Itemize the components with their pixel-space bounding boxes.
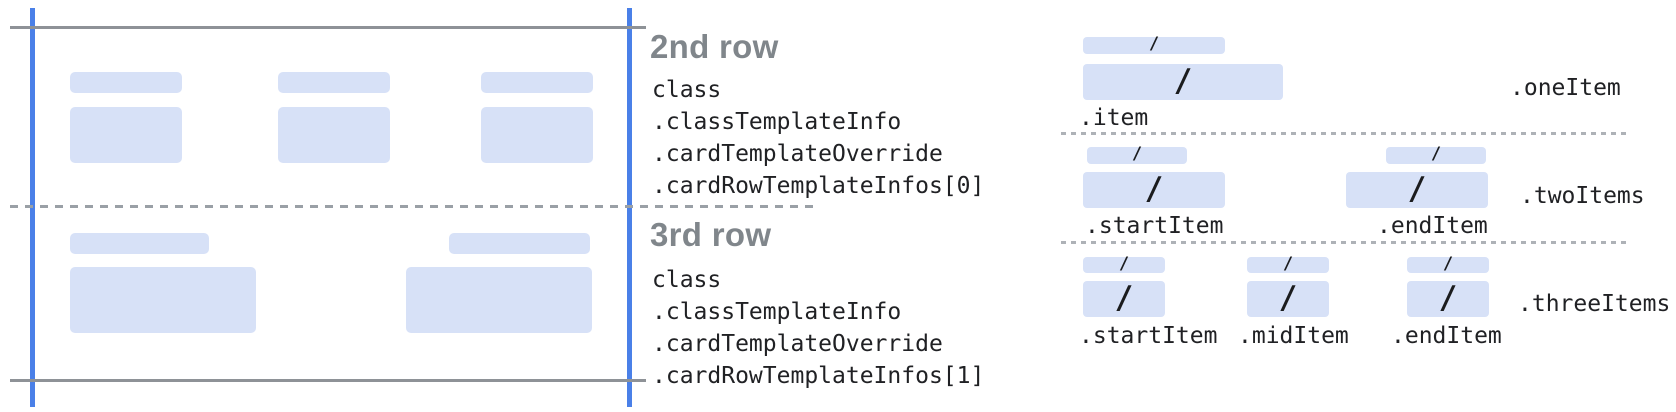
slash-glyph: /: [1114, 279, 1134, 316]
item-value-bar: /: [1083, 172, 1225, 208]
item-value-bar: /: [1083, 281, 1165, 317]
item-path-label: .startItem: [1079, 323, 1218, 349]
row-3-heading: 3rd row: [650, 216, 772, 253]
field-value-placeholder: [278, 107, 390, 163]
slash-glyph: /: [1442, 253, 1454, 274]
item-label-bar: /: [1083, 253, 1165, 274]
field-value-placeholder: [70, 107, 182, 163]
field-label-placeholder: [278, 72, 390, 93]
slash-glyph: /: [1282, 253, 1294, 274]
code-line: .classTemplateInfo: [652, 109, 902, 135]
field-label-placeholder: [70, 72, 182, 93]
item-value-bar: /: [1247, 281, 1329, 317]
item-path-label: .item: [1079, 105, 1149, 131]
row-2-heading: 2nd row: [650, 28, 779, 65]
layout-divider-dotted: [1061, 132, 1628, 135]
code-line: .cardTemplateOverride: [652, 331, 943, 357]
slash-glyph: /: [1430, 144, 1442, 164]
field-value-placeholder: [406, 267, 592, 333]
slash-glyph: /: [1173, 62, 1193, 99]
field-label-placeholder: [481, 72, 593, 93]
item-value-bar: /: [1346, 172, 1488, 208]
card-top-border: [10, 26, 646, 29]
layout-name-label: .twoItems: [1520, 183, 1645, 209]
code-line: .cardTemplateOverride: [652, 141, 943, 167]
slash-glyph: /: [1118, 253, 1130, 274]
item-label-bar: /: [1386, 144, 1486, 164]
item-label-bar: /: [1087, 144, 1187, 164]
item-path-label: .endItem: [1377, 213, 1488, 239]
item-path-label: .endItem: [1391, 323, 1502, 349]
layout-divider-dotted: [1061, 241, 1628, 244]
slash-glyph: /: [1131, 144, 1143, 164]
slash-glyph: /: [1148, 34, 1160, 54]
item-path-label: .startItem: [1085, 213, 1224, 239]
field-value-placeholder: [481, 107, 593, 163]
field-label-placeholder: [449, 233, 590, 254]
slash-glyph: /: [1144, 170, 1164, 207]
field-label-placeholder: [70, 233, 209, 254]
item-value-bar: /: [1407, 281, 1489, 317]
item-path-label: .midItem: [1238, 323, 1349, 349]
code-line: .classTemplateInfo: [652, 299, 902, 325]
item-label-bar: /: [1247, 253, 1329, 274]
row-3-path: class .classTemplateInfo .cardTemplateOv…: [652, 264, 984, 392]
field-value-placeholder: [70, 267, 256, 333]
slash-glyph: /: [1278, 279, 1298, 316]
code-line: .cardRowTemplateInfos[1]: [652, 363, 985, 389]
layout-name-label: .oneItem: [1510, 75, 1621, 101]
row-2-path: class .classTemplateInfo .cardTemplateOv…: [652, 74, 984, 202]
slash-glyph: /: [1438, 279, 1458, 316]
slash-glyph: /: [1407, 170, 1427, 207]
item-label-bar: /: [1407, 253, 1489, 274]
code-line: .cardRowTemplateInfos[0]: [652, 173, 985, 199]
code-line: class: [652, 77, 722, 103]
card-bottom-border: [10, 379, 646, 382]
row-divider-dashed: [10, 205, 816, 208]
item-value-bar: /: [1083, 64, 1283, 100]
code-line: class: [652, 267, 722, 293]
item-label-bar: /: [1083, 34, 1225, 54]
layout-name-label: .threeItems: [1518, 291, 1671, 317]
